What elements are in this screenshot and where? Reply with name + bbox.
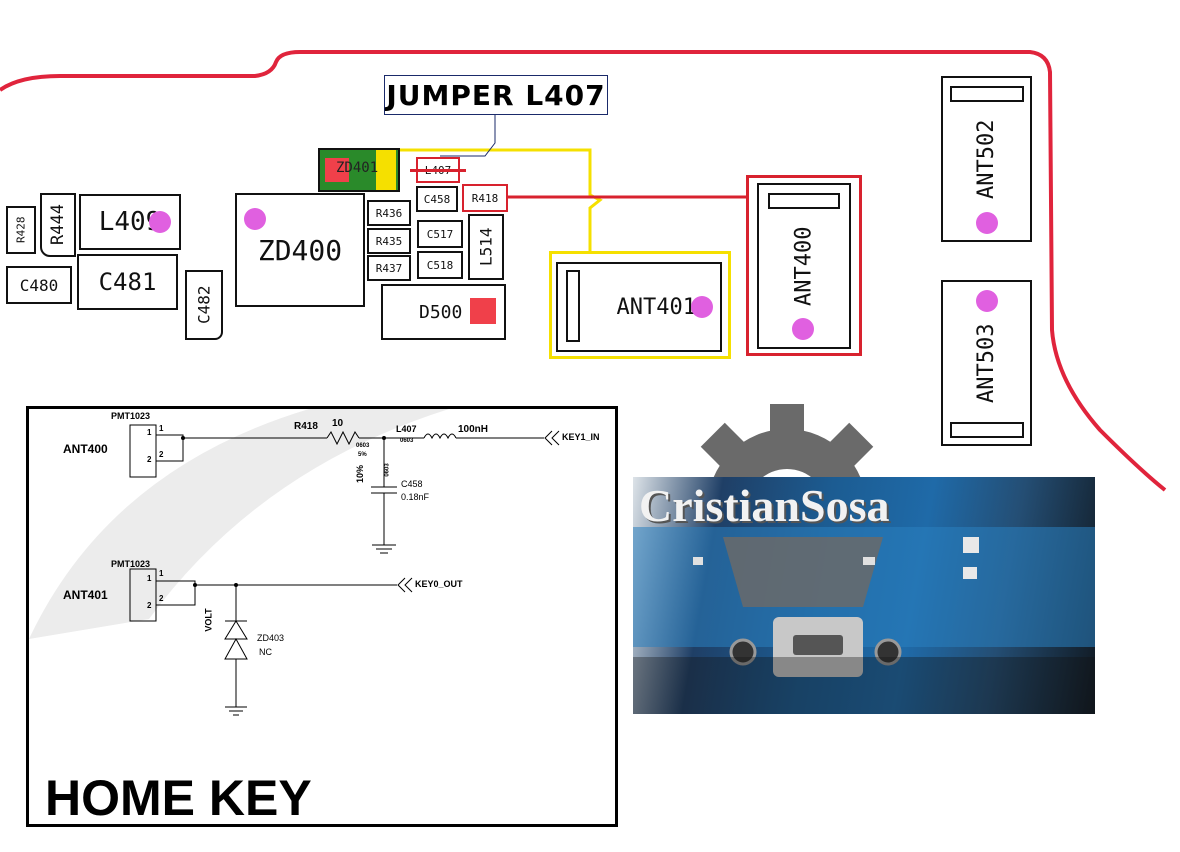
c458-pkg: 0603 bbox=[384, 463, 391, 477]
board-photo-art bbox=[633, 527, 1095, 714]
r418-name: R418 bbox=[294, 421, 318, 432]
jumper-label: JUMPER L407 bbox=[384, 75, 608, 115]
ant503-marker bbox=[976, 290, 998, 312]
component-c480: C480 bbox=[6, 266, 72, 304]
component-r428: R428 bbox=[6, 206, 36, 254]
l407-pkg: 0603 bbox=[400, 438, 414, 444]
ant401-net1: 1 bbox=[159, 569, 164, 578]
zd403-rating: VOLT bbox=[203, 608, 214, 632]
schematic-title: HOME KEY bbox=[45, 770, 312, 826]
zd401-label: ZD401 bbox=[336, 160, 379, 176]
component-c482: C482 bbox=[185, 270, 223, 340]
ant401-highlight bbox=[549, 251, 731, 359]
watermark-text: CristianSosa bbox=[639, 480, 890, 531]
component-r444: R444 bbox=[40, 193, 76, 257]
ant503-inner bbox=[950, 422, 1024, 438]
component-c481: C481 bbox=[77, 254, 178, 310]
ant401-net2: 2 bbox=[159, 594, 164, 603]
ant400-part: PMT1023 bbox=[111, 411, 151, 421]
ant400-pin1: 1 bbox=[147, 428, 152, 437]
r418-pkg: 0603 bbox=[356, 443, 370, 449]
ant401-part: PMT1023 bbox=[111, 559, 151, 569]
ant400-pin2: 2 bbox=[147, 455, 152, 464]
ant401-name: ANT401 bbox=[63, 588, 108, 602]
component-r418: R418 bbox=[462, 184, 508, 212]
schematic-panel: PMT1023 ANT400 1 2 1 2 R418 10 0603 5% L… bbox=[26, 406, 618, 827]
l407-strike bbox=[410, 169, 466, 172]
r418-value: 10 bbox=[332, 418, 344, 429]
ant401-pin2: 2 bbox=[147, 601, 152, 610]
ant502-inner bbox=[950, 86, 1024, 102]
component-r436: R436 bbox=[367, 200, 411, 226]
component-c518: C518 bbox=[417, 251, 463, 279]
ant400-inner bbox=[768, 193, 840, 209]
l407-name: L407 bbox=[396, 424, 417, 434]
key1-label: KEY1_IN bbox=[562, 432, 600, 442]
component-c458: C458 bbox=[416, 186, 458, 212]
board-photo: CristianSosa bbox=[633, 477, 1095, 714]
ant401-pin1: 1 bbox=[147, 574, 152, 583]
zd403-name: ZD403 bbox=[257, 633, 285, 643]
zd400-marker bbox=[244, 208, 266, 230]
ant502-marker bbox=[976, 212, 998, 234]
ant400-marker bbox=[792, 318, 814, 340]
ant400-net1: 1 bbox=[159, 424, 164, 433]
r418-tol: 5% bbox=[358, 452, 367, 458]
ant400-name: ANT400 bbox=[63, 442, 108, 456]
c458-name: C458 bbox=[401, 479, 423, 489]
component-r435: R435 bbox=[367, 228, 411, 254]
d500-marker bbox=[470, 298, 496, 324]
ant400-net2: 2 bbox=[159, 450, 164, 459]
component-l514: L514 bbox=[468, 214, 504, 280]
schematic-wires bbox=[29, 409, 560, 716]
l407-value: 100nH bbox=[458, 424, 489, 435]
component-zd400: ZD400 bbox=[235, 193, 365, 307]
ant401-marker bbox=[691, 296, 713, 318]
ant401-inner bbox=[566, 270, 580, 342]
zd403-value: NC bbox=[259, 647, 272, 657]
c458-tol: 10% bbox=[355, 464, 366, 484]
zd401-marker bbox=[325, 158, 349, 182]
component-r437: R437 bbox=[367, 255, 411, 281]
ant400-highlight bbox=[746, 175, 862, 356]
zd401-pad bbox=[376, 150, 396, 190]
key0-label: KEY0_OUT bbox=[415, 579, 463, 589]
c458-value: 0.18nF bbox=[401, 492, 430, 502]
component-c517: C517 bbox=[417, 220, 463, 248]
l409-marker bbox=[149, 211, 171, 233]
